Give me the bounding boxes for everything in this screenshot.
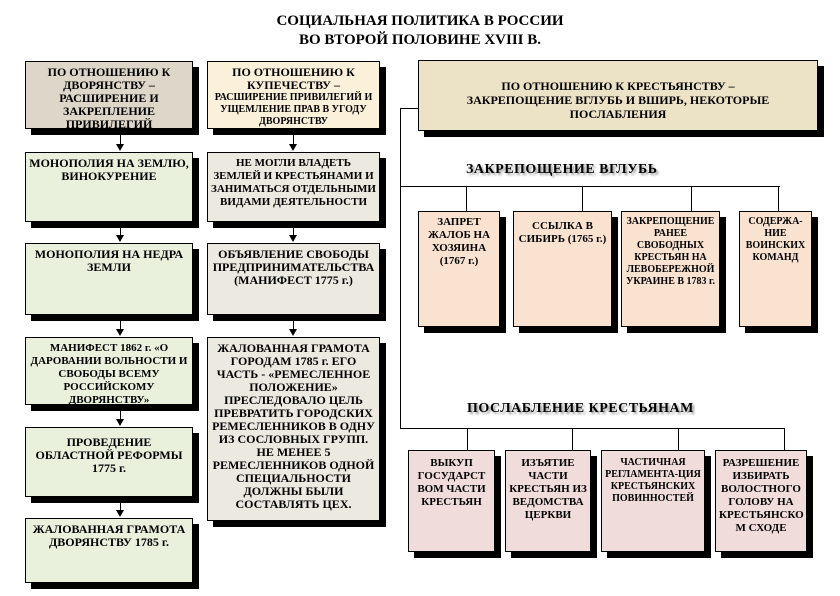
- connector: [778, 186, 779, 211]
- deep-item-4: СОДЕРЖА-НИЕ ВОИНСКИХ КОМАНД: [739, 211, 812, 327]
- arrow-down-icon: [289, 329, 297, 336]
- nobility-item-3: МАНИФЕСТ 1862 г. «О ДАРОВАНИИ ВОЛЬНОСТИ …: [25, 337, 193, 406]
- peasants-header-line-2: ЗАКРЕПОЩЕНИЕ ВГЛУБЬ И ВШИРЬ, НЕКОТОРЫЕ П…: [466, 93, 770, 121]
- connector: [572, 428, 573, 450]
- merchants-header-box: ПО ОТНОШЕНИЮ К КУПЕЧЕСТВУ – РАСШИРЕНИЕ П…: [207, 61, 380, 129]
- connector: [120, 321, 121, 330]
- arrow-down-icon: [116, 419, 124, 426]
- connector: [120, 411, 121, 420]
- connector: [691, 186, 692, 211]
- deep-item-2: ССЫЛКА В СИБИРЬ (1765 г.): [513, 211, 612, 327]
- nobility-header-box: ПО ОТНОШЕНИЮ К ДВОРЯНСТВУ – РАСШИРЕНИЕ И…: [25, 61, 193, 131]
- connector: [400, 186, 780, 187]
- merchants-header-sub: РАСШИРЕНИЕ ПРИВИЛЕГИЙ И УЩЕМЛЕНИЕ ПРАВ В…: [214, 92, 373, 127]
- connector: [293, 228, 294, 236]
- relief-item-4: РАЗРЕШЕНИЕ ИЗБИРАТЬ ВОЛОСТНОГО ГОЛОВУ НА…: [715, 450, 807, 552]
- merchants-item-3: ЖАЛОВАННАЯ ГРАМОТА ГОРОДАМ 1785 г. ЕГО Ч…: [207, 337, 380, 521]
- connector: [400, 108, 418, 109]
- deep-item-1: ЗАПРЕТ ЖАЛОБ НА ХОЗЯИНА (1767 г.): [418, 211, 500, 327]
- merchants-header-main: ПО ОТНОШЕНИЮ К КУПЕЧЕСТВУ –: [232, 65, 355, 92]
- connector: [678, 428, 679, 450]
- relief-item-2: ИЗЪЯТИЕ ЧАСТИ КРЕСТЬЯН ИЗ ВЕДОМСТВА ЦЕРК…: [505, 450, 591, 552]
- arrow-down-icon: [116, 510, 124, 517]
- nobility-item-1: МОНОПОЛИЯ НА ЗЕМЛЮ, ВИНОКУРЕНИЕ: [25, 152, 193, 222]
- connector: [120, 503, 121, 511]
- relief-item-3: ЧАСТИЧНАЯ РЕГЛАМЕНТА-ЦИЯ КРЕСТЬЯНСКИХ ПО…: [601, 450, 705, 552]
- arrow-down-icon: [116, 235, 124, 242]
- connector: [582, 186, 583, 211]
- connector: [400, 428, 785, 429]
- nobility-item-4: ПРОВЕДЕНИЕ ОБЛАСТНОЙ РЕФОРМЫ 1775 г.: [25, 427, 193, 497]
- connector: [120, 228, 121, 236]
- diagram-title: СОЦИАЛЬНАЯ ПОЛИТИКА В РОССИИ ВО ВТОРОЙ П…: [0, 12, 840, 50]
- connector: [466, 186, 467, 211]
- title-line-1: СОЦИАЛЬНАЯ ПОЛИТИКА В РОССИИ: [276, 13, 564, 29]
- connector: [120, 135, 121, 145]
- deep-heading: ЗАКРЕПОЩЕНИЕ ВГЛУБЬ: [466, 162, 658, 177]
- nobility-item-2: МОНОПОЛИЯ НА НЕДРА ЗЕМЛИ: [25, 243, 193, 315]
- connector: [400, 108, 401, 429]
- peasants-header-line-1: ПО ОТНОШЕНИЮ К КРЕСТЬЯНСТВУ –: [501, 79, 735, 93]
- connector: [784, 428, 785, 450]
- relief-item-1: ВЫКУП ГОСУДАРСТ ВОМ ЧАСТИ КРЕСТЬЯН: [408, 450, 495, 552]
- nobility-item-5: ЖАЛОВАННАЯ ГРАМОТА ДВОРЯНСТВУ 1785 г.: [25, 518, 193, 583]
- merchants-item-2: ОБЪЯВЛЕНИЕ СВОБОДЫ ПРЕДПРИНИМАТЕЛЬСТВА (…: [207, 243, 380, 315]
- deep-item-3: ЗАКРЕПОЩЕНИЕ РАНЕЕ СВОБОДНЫХ КРЕСТЬЯН НА…: [621, 211, 720, 327]
- arrow-down-icon: [289, 235, 297, 242]
- arrow-down-icon: [116, 329, 124, 336]
- merchants-item-1: НЕ МОГЛИ ВЛАДЕТЬ ЗЕМЛЕЙ И КРЕСТЬЯНАМИ И …: [207, 152, 380, 222]
- connector: [293, 135, 294, 145]
- arrow-down-icon: [289, 144, 297, 151]
- title-line-2: ВО ВТОРОЙ ПОЛОВИНЕ XVIII В.: [298, 32, 542, 48]
- relief-heading: ПОСЛАБЛЕНИЕ КРЕСТЬЯНАМ: [467, 401, 694, 416]
- arrow-down-icon: [116, 144, 124, 151]
- peasants-header-box: ПО ОТНОШЕНИЮ К КРЕСТЬЯНСТВУ – ЗАКРЕПОЩЕН…: [418, 60, 818, 131]
- connector: [293, 321, 294, 330]
- connector: [467, 428, 468, 450]
